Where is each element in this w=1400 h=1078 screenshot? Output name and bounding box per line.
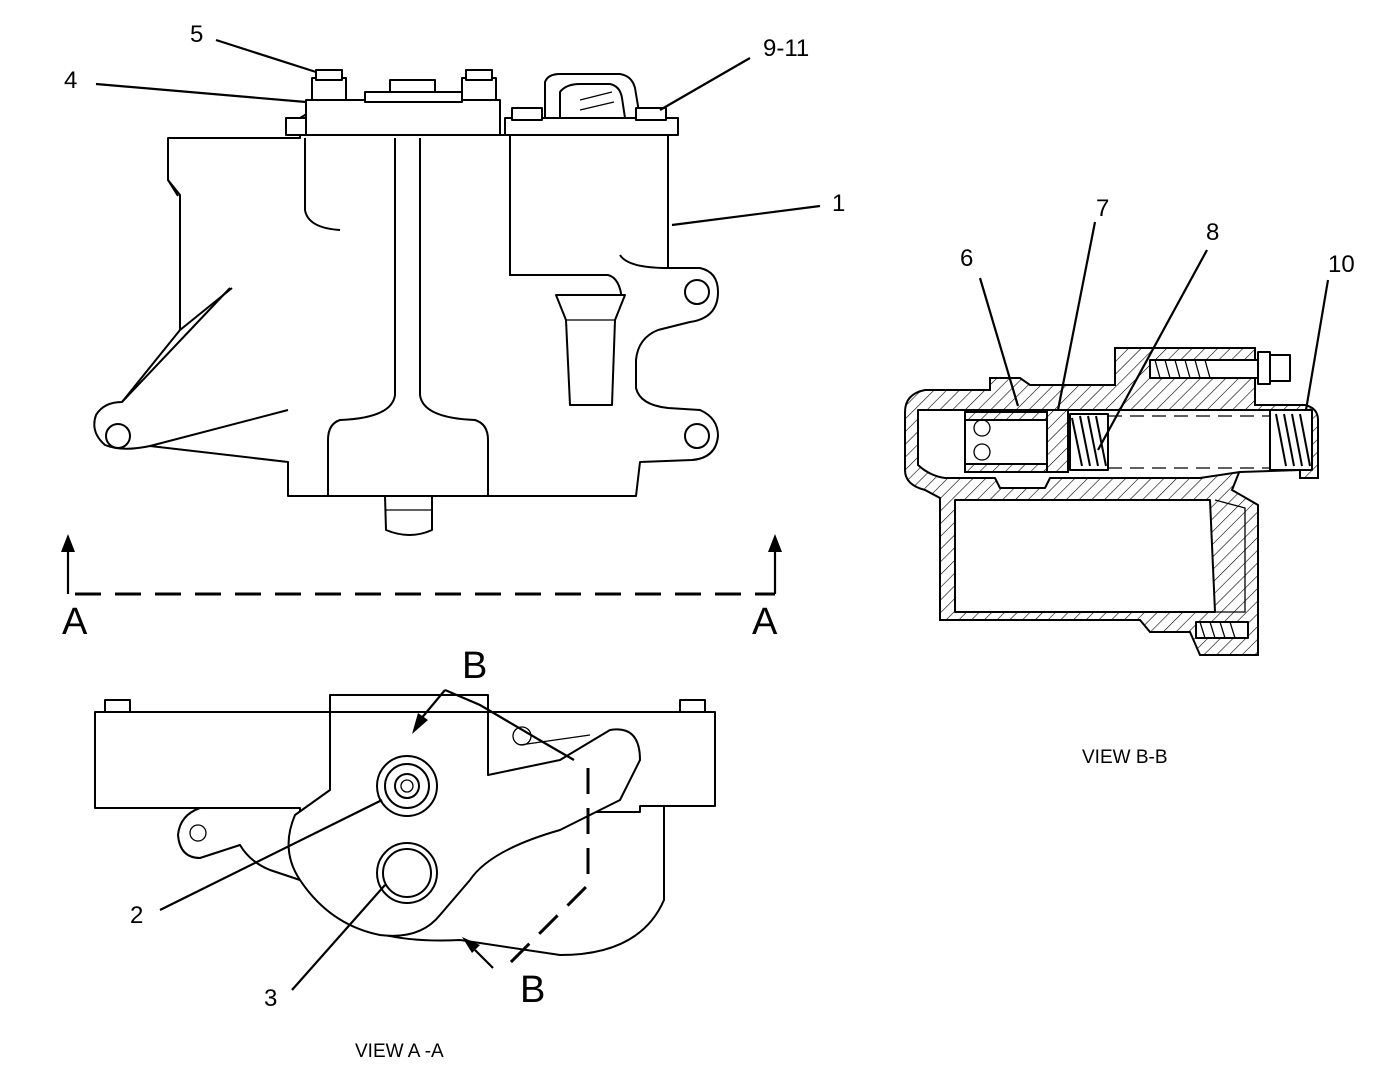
callout-1: 1 xyxy=(832,190,845,217)
callout-10: 10 xyxy=(1328,251,1355,278)
callout-9-11: 9-11 xyxy=(763,35,809,62)
callout-3: 3 xyxy=(264,985,277,1012)
captions: VIEW A -A VIEW B-B xyxy=(355,747,1168,1062)
caption-view-a-a: VIEW A -A xyxy=(355,1041,444,1062)
callouts: 1 2 3 4 5 6 7 8 9-11 10 xyxy=(64,21,1355,1012)
section-mark-b-top: B xyxy=(462,645,487,687)
view-b-b xyxy=(904,347,1319,656)
callout-5: 5 xyxy=(190,21,203,48)
section-marks: A A B B xyxy=(62,601,778,1011)
callout-6: 6 xyxy=(960,245,973,272)
callout-4: 4 xyxy=(64,67,77,94)
view-a-a xyxy=(94,688,716,970)
callout-7: 7 xyxy=(1096,195,1109,222)
spring xyxy=(1069,409,1313,471)
callout-2: 2 xyxy=(130,902,143,929)
section-mark-b-bottom: B xyxy=(520,969,545,1011)
section-mark-a-right: A xyxy=(752,601,778,643)
housing-front-view xyxy=(93,69,719,536)
caption-view-b-b: VIEW B-B xyxy=(1082,747,1168,768)
leader-lines xyxy=(95,38,1330,991)
section-line-a-a xyxy=(61,534,782,596)
callout-8: 8 xyxy=(1206,219,1219,246)
section-mark-a-left: A xyxy=(62,601,88,643)
